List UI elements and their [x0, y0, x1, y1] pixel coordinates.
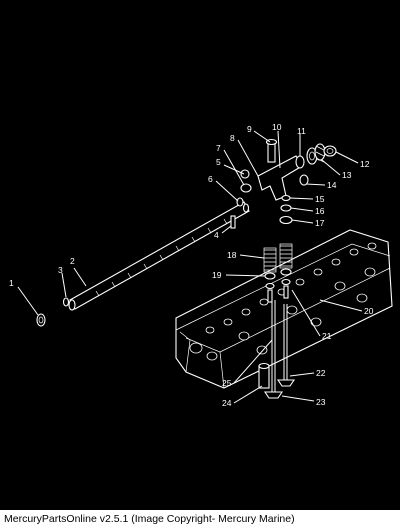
callout-3: 3 [58, 265, 63, 275]
callout-20: 20 [364, 306, 374, 316]
callout-2: 2 [70, 256, 75, 266]
callout-15: 15 [315, 194, 325, 204]
copyright-caption: MercuryPartsOnline v2.5.1 (Image Copyrig… [0, 510, 400, 529]
callout-23: 23 [316, 397, 326, 407]
callout-12: 12 [360, 159, 370, 169]
shaft-plug [36, 313, 46, 327]
callout-16: 16 [315, 206, 325, 216]
callout-22: 22 [316, 368, 326, 378]
shaft-washer [62, 297, 70, 307]
callout-21: 21 [322, 331, 332, 341]
leader-lines [17, 130, 363, 404]
callout-14: 14 [327, 180, 337, 190]
exploded-parts-diagram: 1 2 3 4 5 6 7 8 9 10 11 12 13 14 15 16 1… [9, 122, 393, 408]
callout-4: 4 [214, 230, 219, 240]
callout-25: 25 [222, 378, 232, 388]
callout-17: 17 [315, 218, 325, 228]
callout-9: 9 [247, 124, 252, 134]
callout-11: 11 [297, 126, 306, 136]
callout-18: 18 [227, 250, 237, 260]
valve-springs [263, 243, 293, 303]
callout-10: 10 [272, 122, 282, 132]
callout-8: 8 [230, 133, 235, 143]
rocker-shaft [68, 201, 250, 311]
valves [258, 300, 296, 399]
callout-6: 6 [208, 174, 213, 184]
callout-13: 13 [342, 170, 352, 180]
callout-labels: 1 2 3 4 5 6 7 8 9 10 11 12 13 14 15 16 1… [9, 122, 374, 408]
callout-7: 7 [216, 143, 221, 153]
callout-5: 5 [216, 157, 221, 167]
callout-24: 24 [222, 398, 232, 408]
callout-19: 19 [212, 270, 222, 280]
callout-1: 1 [9, 278, 14, 288]
